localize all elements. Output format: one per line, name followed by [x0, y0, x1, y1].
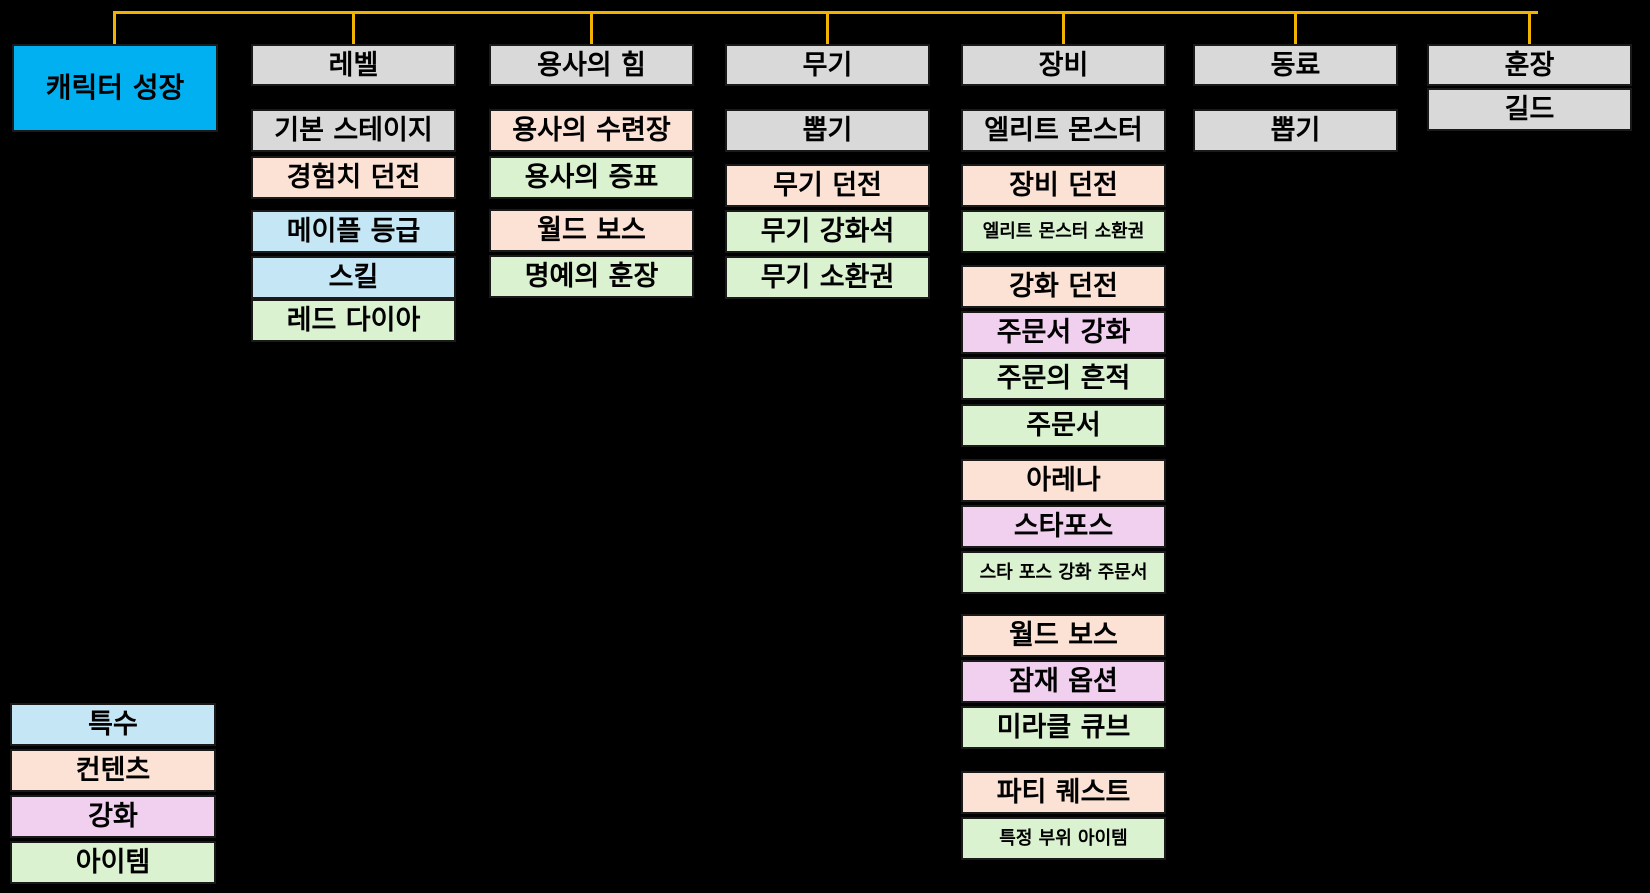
hero-proof: 용사의 증표 [489, 156, 694, 199]
equip-elite-summon-ticket: 엘리트 몬스터 소환권 [961, 210, 1166, 253]
equip-party-quest: 파티 퀘스트 [961, 771, 1166, 814]
connector-hero-power [590, 11, 593, 44]
connector-equipment [1062, 11, 1065, 44]
medal-guild: 길드 [1427, 88, 1632, 131]
equip-enhance-dungeon: 강화 던전 [961, 265, 1166, 308]
connector-top-bar [113, 11, 1538, 14]
legend-enhance: 강화 [10, 795, 216, 838]
equip-scroll-trace: 주문의 흔적 [961, 357, 1166, 400]
connector-companion [1294, 11, 1297, 44]
legend-content: 컨텐츠 [10, 749, 216, 792]
level-maple-grade: 메이플 등급 [251, 210, 456, 253]
category-level: 레벨 [251, 44, 456, 86]
companion-gacha: 뽑기 [1193, 109, 1398, 152]
equip-specific-part-item: 특정 부위 아이템 [961, 817, 1166, 860]
connector-medal [1528, 11, 1531, 44]
category-companion: 동료 [1193, 44, 1398, 86]
connector-level [352, 11, 355, 44]
weapon-enhance-stone: 무기 강화석 [725, 210, 930, 253]
weapon-summon-ticket: 무기 소환권 [725, 256, 930, 299]
level-exp-dungeon: 경험치 던전 [251, 156, 456, 199]
category-weapon: 무기 [725, 44, 930, 86]
category-equipment: 장비 [961, 44, 1166, 86]
category-medal: 훈장 [1427, 44, 1632, 86]
root-node: 캐릭터 성장 [12, 44, 218, 132]
level-red-diamond: 레드 다이아 [251, 299, 456, 342]
equip-scroll: 주문서 [961, 404, 1166, 447]
weapon-dungeon: 무기 던전 [725, 164, 930, 207]
equip-starforce: 스타포스 [961, 505, 1166, 548]
connector-root [113, 11, 116, 44]
weapon-gacha: 뽑기 [725, 109, 930, 152]
connector-weapon [826, 11, 829, 44]
equip-dungeon: 장비 던전 [961, 164, 1166, 207]
hero-training-ground: 용사의 수련장 [489, 109, 694, 152]
equip-scroll-enhance: 주문서 강화 [961, 311, 1166, 354]
legend-special: 특수 [10, 703, 216, 746]
hero-world-boss: 월드 보스 [489, 209, 694, 252]
legend-item: 아이템 [10, 841, 216, 884]
equip-miracle-cube: 미라클 큐브 [961, 706, 1166, 749]
level-basic-stage: 기본 스테이지 [251, 109, 456, 152]
equip-world-boss: 월드 보스 [961, 614, 1166, 657]
equip-starforce-scroll: 스타 포스 강화 주문서 [961, 551, 1166, 594]
equip-potential-option: 잠재 옵션 [961, 660, 1166, 703]
equip-arena: 아레나 [961, 459, 1166, 502]
category-hero-power: 용사의 힘 [489, 44, 694, 86]
level-skill: 스킬 [251, 256, 456, 299]
equip-elite-monster: 엘리트 몬스터 [961, 109, 1166, 152]
hero-honor-medal: 명예의 훈장 [489, 255, 694, 298]
